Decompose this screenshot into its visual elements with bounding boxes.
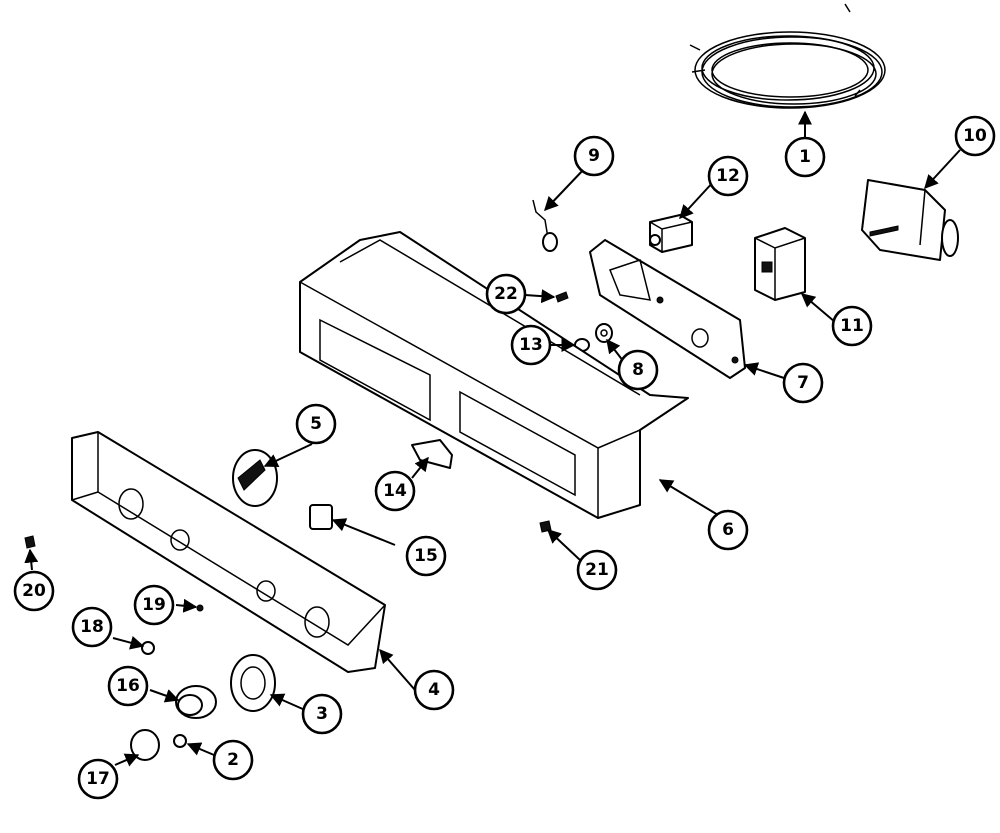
rotary-switch-part [754,227,806,301]
callout-17: 17 [77,758,119,800]
callout-15: 15 [405,535,447,577]
callout-16: 16 [107,665,149,707]
callout-label: 9 [588,146,600,166]
clip-part [411,439,453,469]
screw-bracket-part [555,291,569,303]
screw-left-part [24,535,36,549]
callout-4: 4 [413,669,455,711]
nut-part [141,641,155,655]
timer-part [861,179,959,261]
callout-7: 7 [782,362,824,404]
callout-label: 15 [414,546,438,566]
callout-2: 2 [212,739,254,781]
callout-12: 12 [707,155,749,197]
callout-label: 5 [310,414,322,434]
callout-label: 3 [316,704,328,724]
callout-1: 1 [784,136,826,178]
callout-label: 6 [722,520,734,540]
mounting-bracket-part [589,239,746,379]
callout-20: 20 [13,570,55,612]
control-panel-part [71,431,386,673]
callout-11: 11 [831,305,873,347]
callout-label: 17 [86,769,110,789]
callout-10: 10 [954,115,996,157]
push-switch-part [649,214,693,253]
callout-label: 7 [797,373,809,393]
console-housing-part [299,231,689,519]
callout-label: 21 [585,560,609,580]
callout-label: 20 [22,581,46,601]
callout-label: 12 [716,166,740,186]
ground-wire-part [532,199,558,252]
hex-nut-small-part [173,734,187,748]
knob-large-part [230,654,276,712]
selector-knob-part [232,449,278,507]
callout-label: 4 [428,680,440,700]
knob-cap-part [130,729,160,761]
callout-label: 22 [494,284,518,304]
callout-label: 2 [227,750,239,770]
callout-19: 19 [133,584,175,626]
callout-label: 16 [116,676,140,696]
callout-label: 8 [632,360,644,380]
callout-5: 5 [295,403,337,445]
callout-label: 10 [963,126,987,146]
leader-lines [24,110,961,767]
wire-harness-part [689,3,886,109]
callout-label: 18 [80,617,104,637]
callout-14: 14 [374,470,416,512]
callout-9: 9 [573,135,615,177]
callout-22: 22 [485,273,527,315]
callout-label: 19 [142,595,166,615]
callout-21: 21 [576,549,618,591]
screw-small-part [196,604,204,612]
callout-label: 13 [519,335,543,355]
lock-washer-part [595,323,613,343]
callout-6: 6 [707,509,749,551]
callout-3: 3 [301,693,343,735]
callout-label: 1 [799,147,811,167]
knob-skirt-part [175,685,217,719]
callout-label: 14 [383,481,407,501]
callout-18: 18 [71,606,113,648]
callout-8: 8 [617,349,659,391]
light-holder-part [309,504,333,530]
callout-13: 13 [510,324,552,366]
callout-label: 11 [840,316,864,336]
